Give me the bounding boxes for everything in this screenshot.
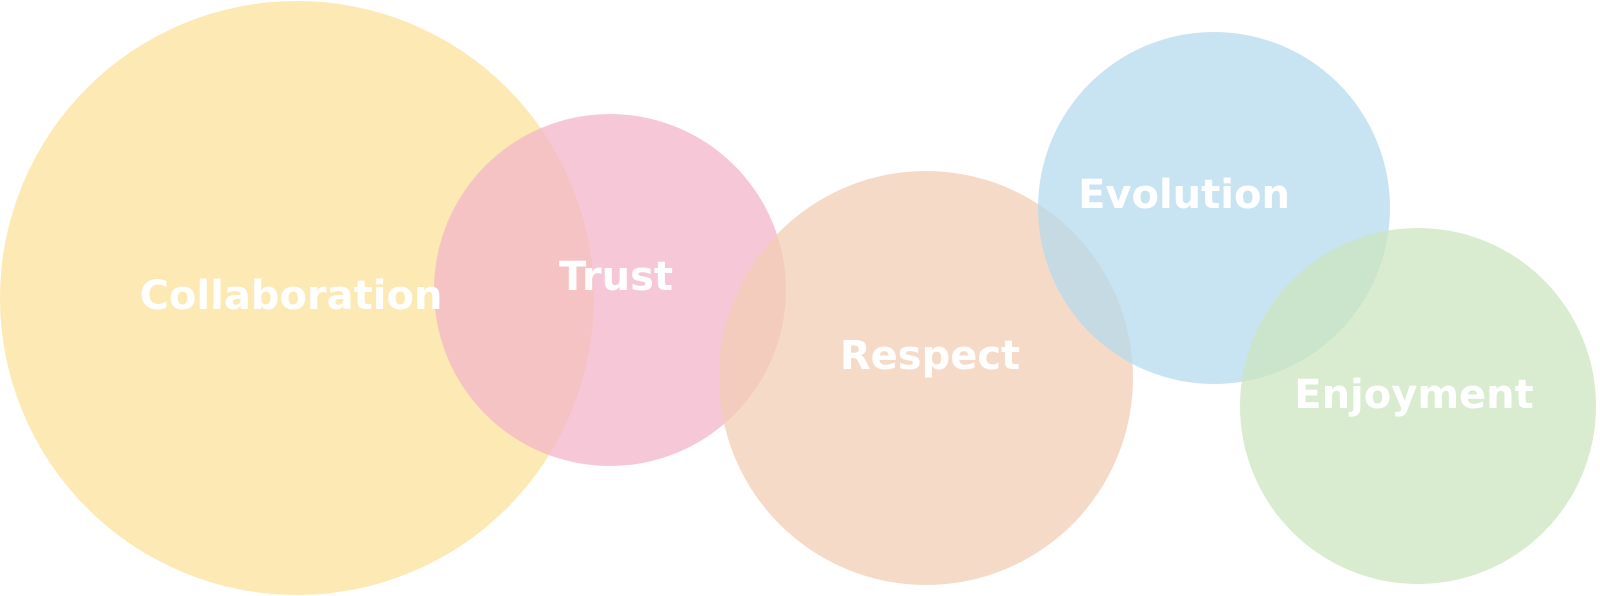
circle-collaboration-group	[0, 1, 594, 595]
label-respect: Respect	[840, 333, 1020, 379]
circle-respect-group	[719, 171, 1133, 585]
circle-trust	[434, 114, 786, 466]
circle-trust-group	[434, 114, 786, 466]
label-enjoyment: Enjoyment	[1294, 372, 1533, 418]
circle-enjoyment	[1240, 228, 1596, 584]
circle-collaboration	[0, 1, 594, 595]
circle-enjoyment-group	[1240, 228, 1596, 584]
label-trust: Trust	[559, 254, 673, 300]
circle-respect	[719, 171, 1133, 585]
label-evolution: Evolution	[1078, 172, 1290, 218]
label-collaboration: Collaboration	[140, 273, 443, 319]
